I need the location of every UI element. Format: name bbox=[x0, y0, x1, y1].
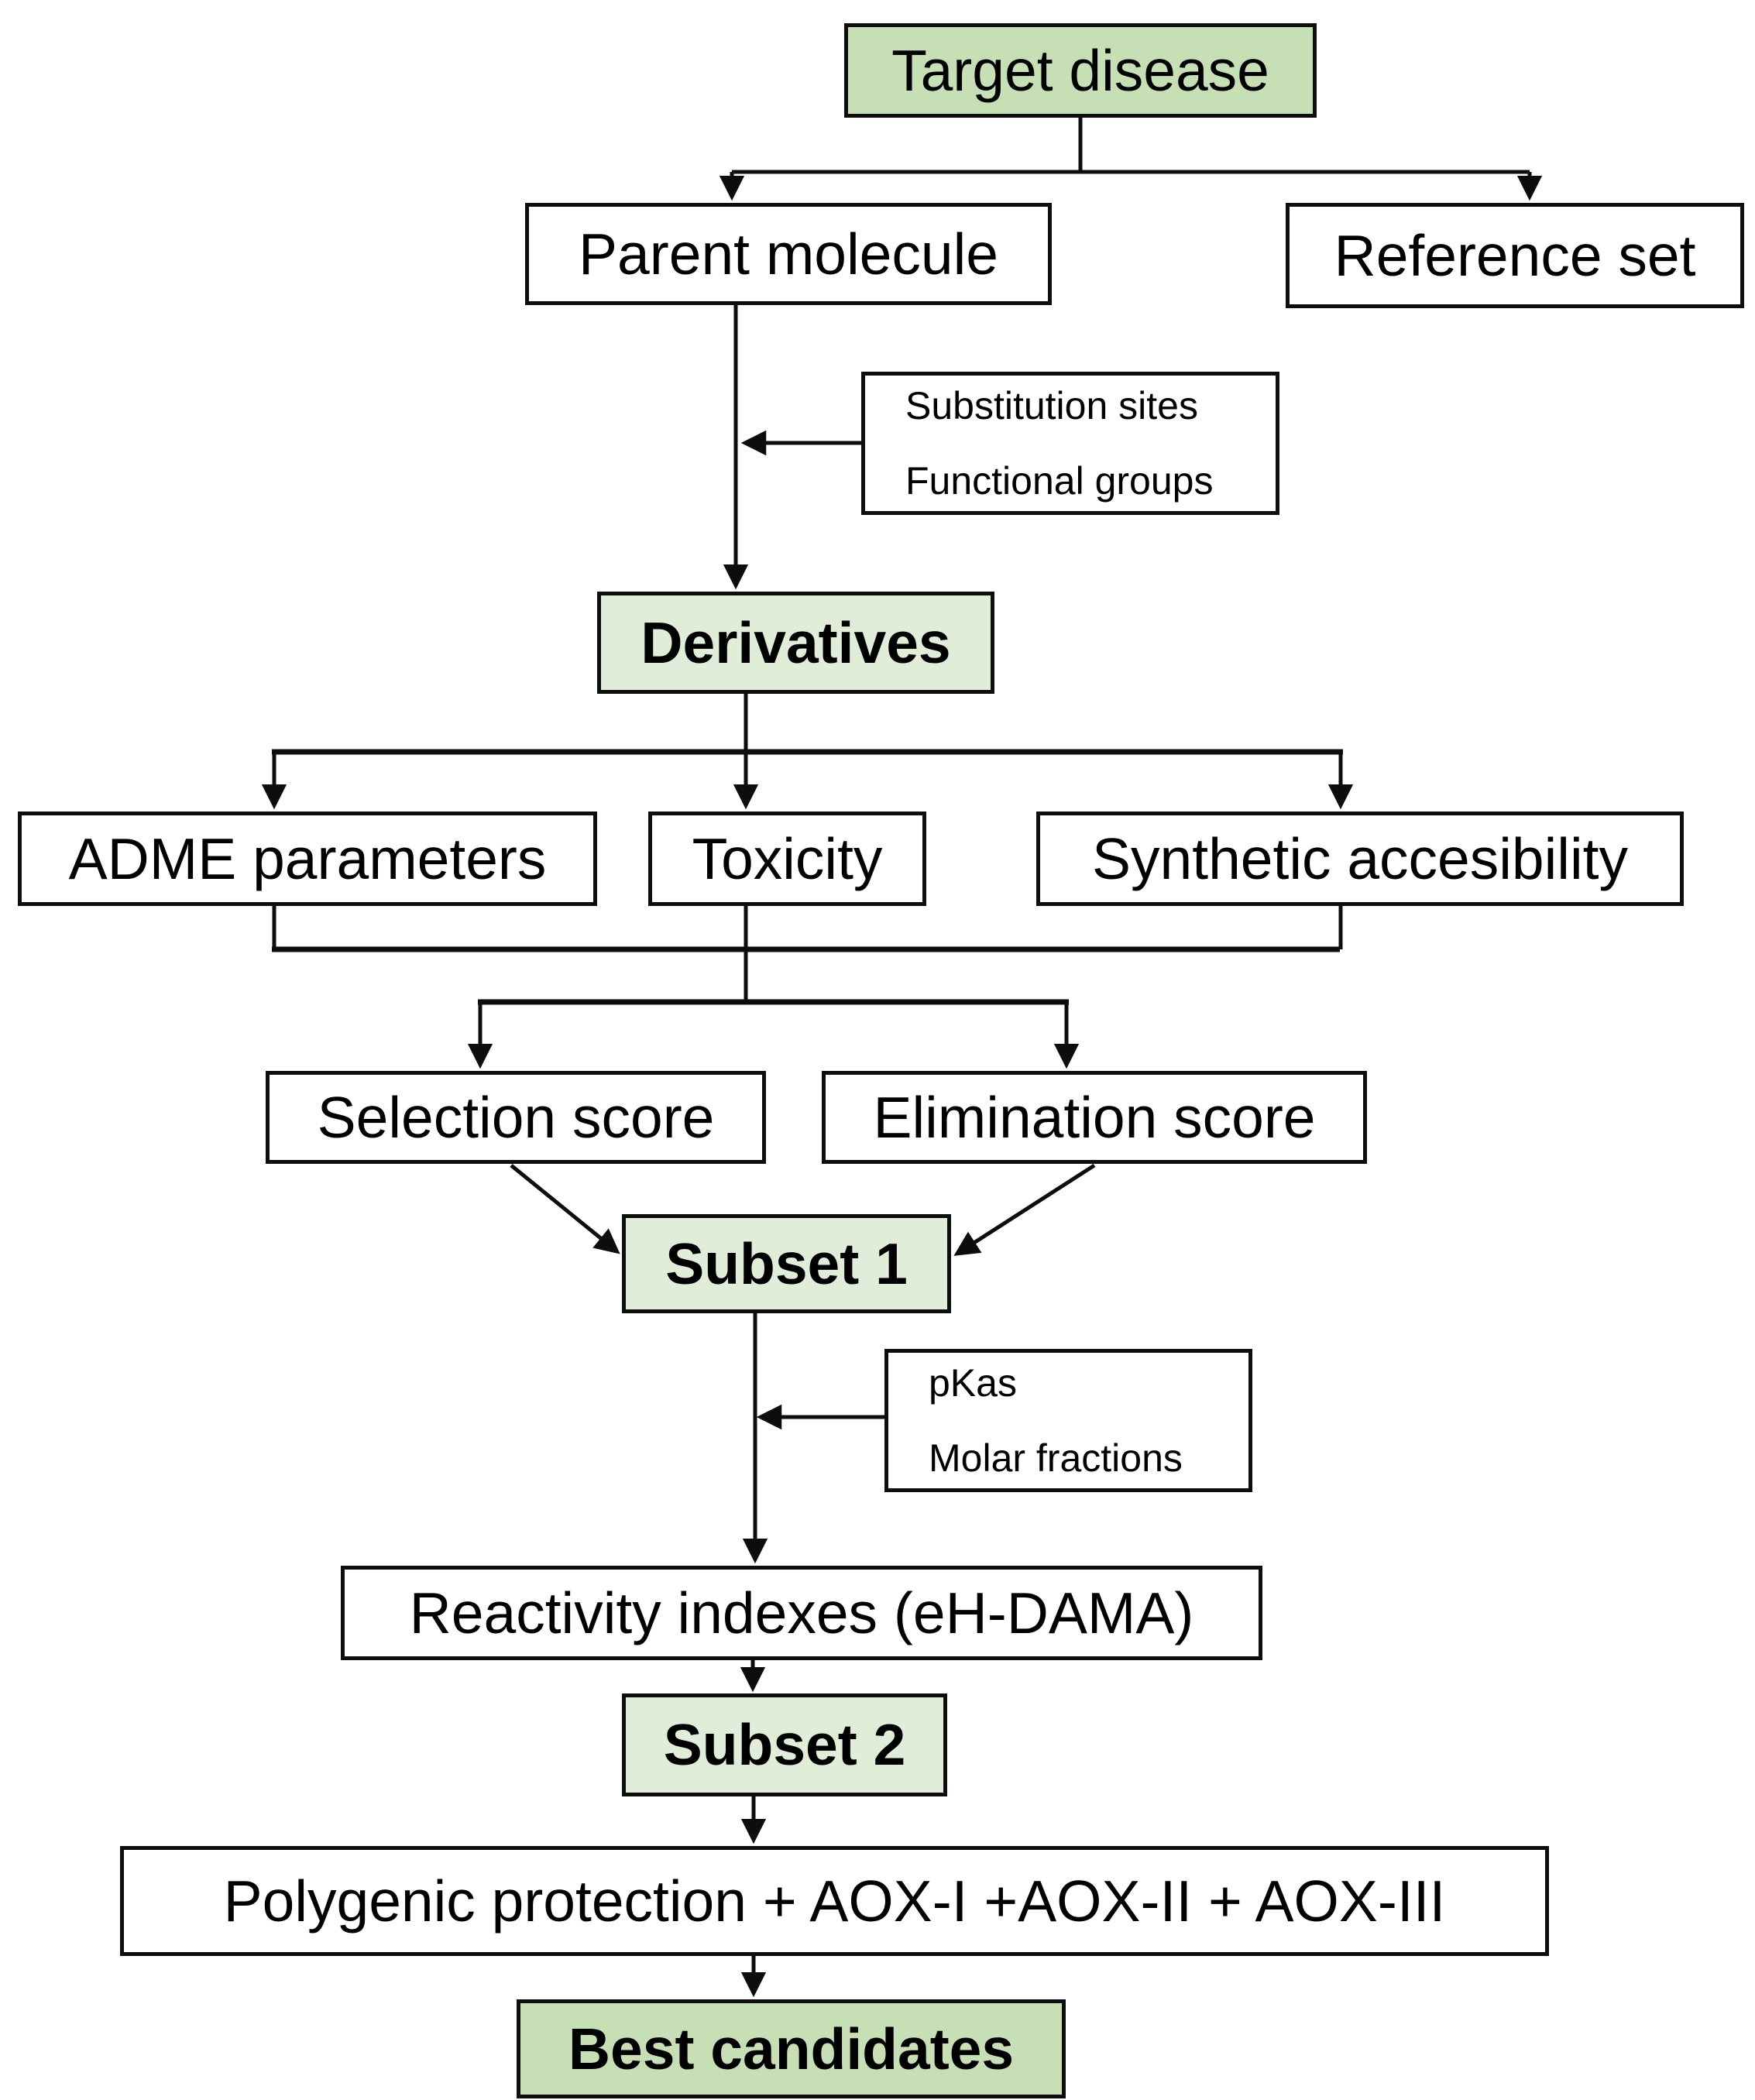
substitution-note-line2: Functional groups bbox=[905, 458, 1214, 503]
node-best-candidates: Best candidates bbox=[517, 1999, 1066, 2098]
node-toxicity: Toxicity bbox=[648, 812, 926, 906]
node-selection-score: Selection score bbox=[266, 1071, 766, 1164]
node-target-disease: Target disease bbox=[844, 23, 1317, 118]
arrow-selection-to-subset1 bbox=[510, 1164, 620, 1254]
node-pkas-note: pKas Molar fractions bbox=[884, 1349, 1252, 1492]
pkas-note-line1: pKas bbox=[929, 1361, 1017, 1405]
arrow-elimination-to-subset1 bbox=[953, 1163, 1096, 1256]
node-synthetic-accesibility: Synthetic accesibility bbox=[1036, 812, 1684, 906]
substitution-note-line1: Substitution sites bbox=[905, 384, 1198, 427]
node-subset-2: Subset 2 bbox=[622, 1693, 947, 1796]
node-reactivity-indexes: Reactivity indexes (eH-DAMA) bbox=[341, 1566, 1262, 1660]
node-reference-set: Reference set bbox=[1286, 203, 1744, 308]
node-substitution-note: Substitution sites Functional groups bbox=[861, 372, 1279, 515]
pkas-note-line2: Molar fractions bbox=[929, 1436, 1183, 1480]
node-derivatives: Derivatives bbox=[597, 592, 994, 694]
node-elimination-score: Elimination score bbox=[822, 1071, 1367, 1164]
node-parent-molecule: Parent molecule bbox=[525, 203, 1052, 305]
node-adme-parameters: ADME parameters bbox=[18, 812, 597, 906]
node-polygenic-protection: Polygenic protection + AOX-I +AOX-II + A… bbox=[120, 1846, 1549, 1956]
node-subset-1: Subset 1 bbox=[622, 1214, 951, 1313]
